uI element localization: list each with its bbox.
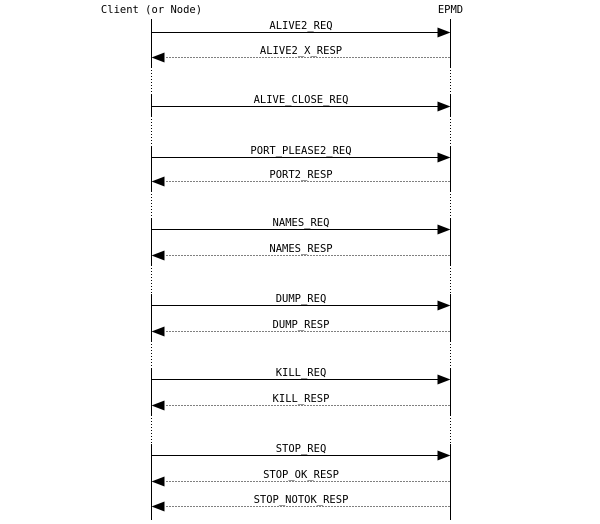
arrowhead-right-icon: [437, 101, 451, 112]
arrowhead-left-icon: [151, 250, 165, 261]
actor-label-epmd: EPMD: [438, 4, 463, 16]
message-names-resp: NAMES_RESP: [151, 243, 451, 261]
arrowhead-left-icon: [151, 326, 165, 337]
message-label: KILL_REQ: [276, 367, 327, 379]
arrowhead-left-icon: [151, 52, 165, 63]
message-kill-resp: KILL_RESP: [151, 393, 451, 411]
message-dump-resp: DUMP_RESP: [151, 319, 451, 337]
message-stop-ok-resp: STOP_OK_RESP: [151, 469, 451, 487]
message-label: PORT_PLEASE2_REQ: [250, 145, 351, 157]
arrowhead-left-icon: [151, 176, 165, 187]
message-label: NAMES_REQ: [273, 217, 330, 229]
arrowhead-right-icon: [437, 27, 451, 38]
message-stop-req: STOP_REQ: [151, 443, 451, 461]
arrowhead-right-icon: [437, 152, 451, 163]
message-alive-close-req: ALIVE_CLOSE_REQ: [151, 94, 451, 112]
arrowhead-right-icon: [437, 374, 451, 385]
message-kill-req: KILL_REQ: [151, 367, 451, 385]
message-label: ALIVE_CLOSE_REQ: [254, 94, 349, 106]
arrowhead-left-icon: [151, 501, 165, 512]
message-port-please2-req: PORT_PLEASE2_REQ: [151, 145, 451, 163]
message-label: DUMP_RESP: [273, 319, 330, 331]
arrowhead-right-icon: [437, 450, 451, 461]
message-stop-notok-resp: STOP_NOTOK_RESP: [151, 494, 451, 512]
message-alive2-x-resp: ALIVE2_X_RESP: [151, 45, 451, 63]
message-label: PORT2_RESP: [269, 169, 332, 181]
message-label: STOP_OK_RESP: [263, 469, 339, 481]
arrowhead-left-icon: [151, 400, 165, 411]
arrowhead-right-icon: [437, 224, 451, 235]
message-label: STOP_REQ: [276, 443, 327, 455]
message-label: STOP_NOTOK_RESP: [254, 494, 349, 506]
message-label: KILL_RESP: [273, 393, 330, 405]
message-port2-resp: PORT2_RESP: [151, 169, 451, 187]
message-label: DUMP_REQ: [276, 293, 327, 305]
message-names-req: NAMES_REQ: [151, 217, 451, 235]
actor-label-client: Client (or Node): [101, 4, 202, 16]
message-label: ALIVE2_REQ: [269, 20, 332, 32]
message-alive2-req: ALIVE2_REQ: [151, 20, 451, 38]
arrowhead-right-icon: [437, 300, 451, 311]
message-label: ALIVE2_X_RESP: [260, 45, 342, 57]
arrowhead-left-icon: [151, 476, 165, 487]
message-label: NAMES_RESP: [269, 243, 332, 255]
message-dump-req: DUMP_REQ: [151, 293, 451, 311]
